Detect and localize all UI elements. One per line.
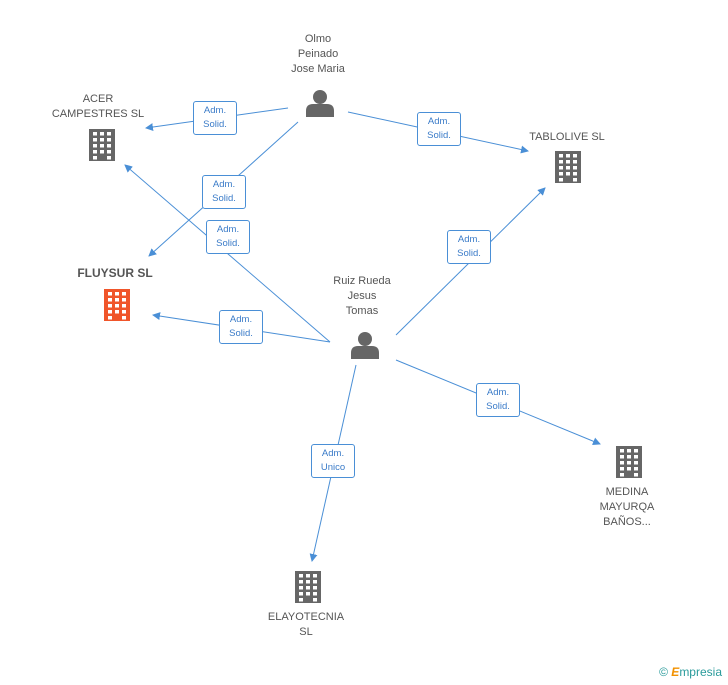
node-label-ruiz[interactable]: Ruiz Rueda Jesus Tomas <box>333 275 391 317</box>
copyright-footer: © Empresia <box>659 665 722 679</box>
edge-label-ruiz-acer[interactable]: Adm. Solid. <box>206 220 250 254</box>
node-label-medina[interactable]: MEDINA MAYURQA BAÑOS... <box>599 486 655 528</box>
edge-label-olmo-tablolive[interactable]: Adm. Solid. <box>417 112 461 146</box>
node-label-elayotecnia[interactable]: ELAYOTECNIA SL <box>267 611 345 638</box>
building-icon-tablolive[interactable] <box>555 151 581 183</box>
building-icon-fluysur[interactable] <box>104 289 130 321</box>
building-icon-acer[interactable] <box>89 129 115 161</box>
building-icon-elayotecnia[interactable] <box>295 571 321 603</box>
node-label-acer[interactable]: ACER CAMPESTRES SL <box>51 93 145 120</box>
edge-label-olmo-fluysur[interactable]: Adm. Solid. <box>202 175 246 209</box>
node-label-fluysur[interactable]: FLUYSUR SL <box>77 266 153 280</box>
edge-label-ruiz-medina[interactable]: Adm. Solid. <box>476 383 520 417</box>
node-label-tablolive[interactable]: TABLOLIVE SL <box>529 131 605 143</box>
edge-label-ruiz-fluysur[interactable]: Adm. Solid. <box>219 310 263 344</box>
building-icon-medina[interactable] <box>616 446 642 478</box>
person-icon-ruiz[interactable] <box>351 332 379 359</box>
brand-logo-initial: E <box>671 665 680 679</box>
edge-label-olmo-acer[interactable]: Adm. Solid. <box>193 101 237 135</box>
copyright-symbol: © <box>659 665 668 679</box>
person-icon-olmo[interactable] <box>306 90 334 117</box>
edge-label-ruiz-elayotecnia[interactable]: Adm. Unico <box>311 444 355 478</box>
brand-name: mpresia <box>679 665 722 679</box>
node-label-olmo[interactable]: Olmo Peinado Jose Maria <box>291 33 345 75</box>
edge-label-ruiz-tablolive[interactable]: Adm. Solid. <box>447 230 491 264</box>
